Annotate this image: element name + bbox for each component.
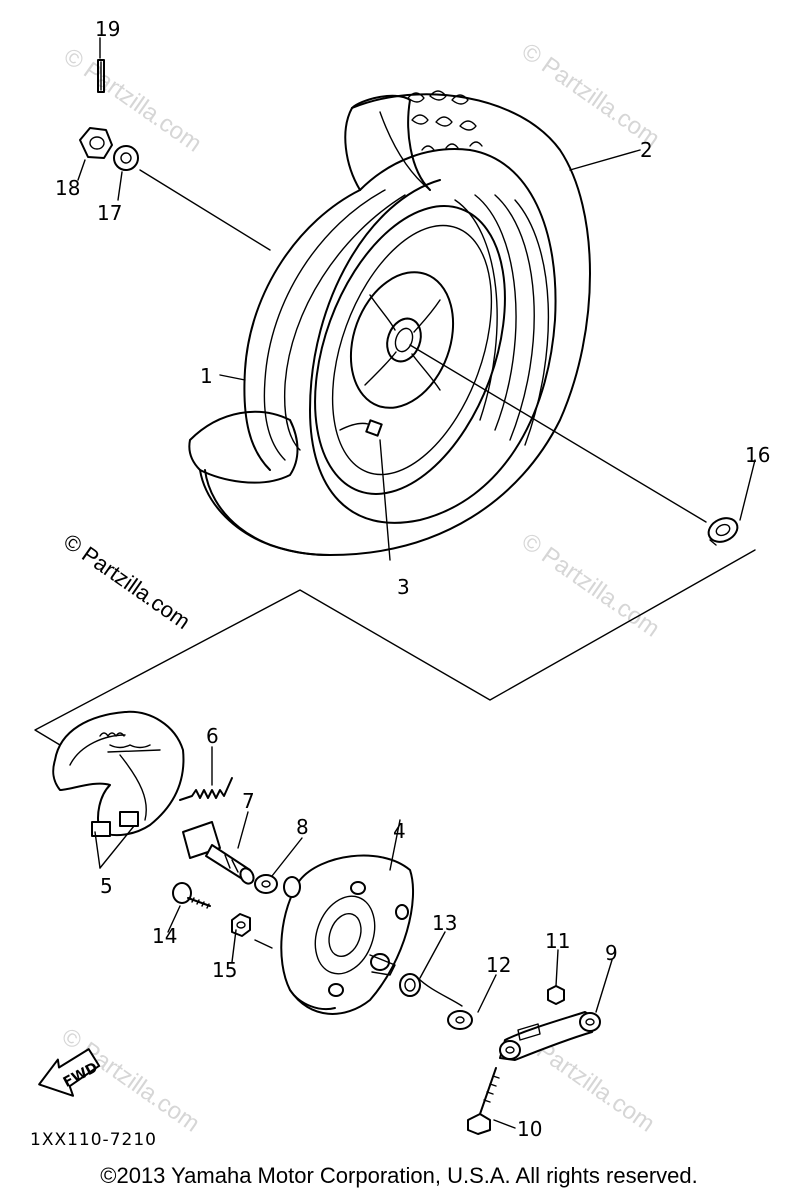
parts-17-18-19: [79, 59, 139, 171]
callout-9: 9: [605, 941, 618, 965]
diagram-code: 1XX110-7210: [30, 1130, 157, 1150]
callout-15: 15: [212, 958, 237, 982]
callout-19: 19: [95, 17, 120, 41]
callout-8: 8: [296, 815, 309, 839]
part-16-collar: [707, 517, 739, 546]
part-5-brake-shoes: [52, 710, 185, 837]
callout-10: 10: [517, 1117, 542, 1141]
leader-lines-upper: [77, 37, 756, 561]
watermark-3: © Partzilla.com: [517, 528, 665, 643]
part-9-brake-arm: [499, 1011, 601, 1061]
part-7-camshaft: [182, 821, 255, 885]
copyright-notice: ©2013 Yamaha Motor Corporation, U.S.A. A…: [100, 1163, 698, 1188]
leader-lines-lower: [94, 746, 613, 1129]
part-11-nut: [547, 985, 565, 1005]
callout-2: 2: [640, 138, 653, 162]
watermark-2: © Partzilla.com: [517, 38, 665, 153]
part-14-bolt: [172, 882, 211, 909]
callout-4: 4: [393, 819, 406, 843]
part-4-brake-panel: [280, 854, 414, 1015]
callout-11: 11: [545, 929, 570, 953]
callout-13: 13: [432, 911, 457, 935]
part-15-nut: [231, 913, 251, 937]
callout-17: 17: [97, 201, 122, 225]
tire-assembly: [188, 90, 591, 556]
part-12-plate: [447, 1010, 473, 1030]
callout-16: 16: [745, 443, 770, 467]
callout-18: 18: [55, 176, 80, 200]
assembly-outline: [34, 549, 756, 746]
callout-labels: 1 2 3 4 5 6 7 8 9 10 11 12 13 14 15 16 1…: [55, 17, 770, 1141]
callout-5: 5: [100, 874, 113, 898]
callout-3: 3: [397, 575, 410, 599]
callout-7: 7: [242, 789, 255, 813]
part-6-spring: [179, 777, 233, 801]
part-10-bolt: [467, 1067, 500, 1135]
part-8-washer: [254, 874, 278, 894]
part-13-return-spring: [399, 973, 463, 1007]
callout-14: 14: [152, 924, 177, 948]
callout-6: 6: [206, 724, 219, 748]
fwd-arrow: FWD: [38, 1048, 101, 1097]
callout-12: 12: [486, 953, 511, 977]
callout-1: 1: [200, 364, 213, 388]
watermark-dark: © Partzilla.com: [59, 529, 195, 635]
